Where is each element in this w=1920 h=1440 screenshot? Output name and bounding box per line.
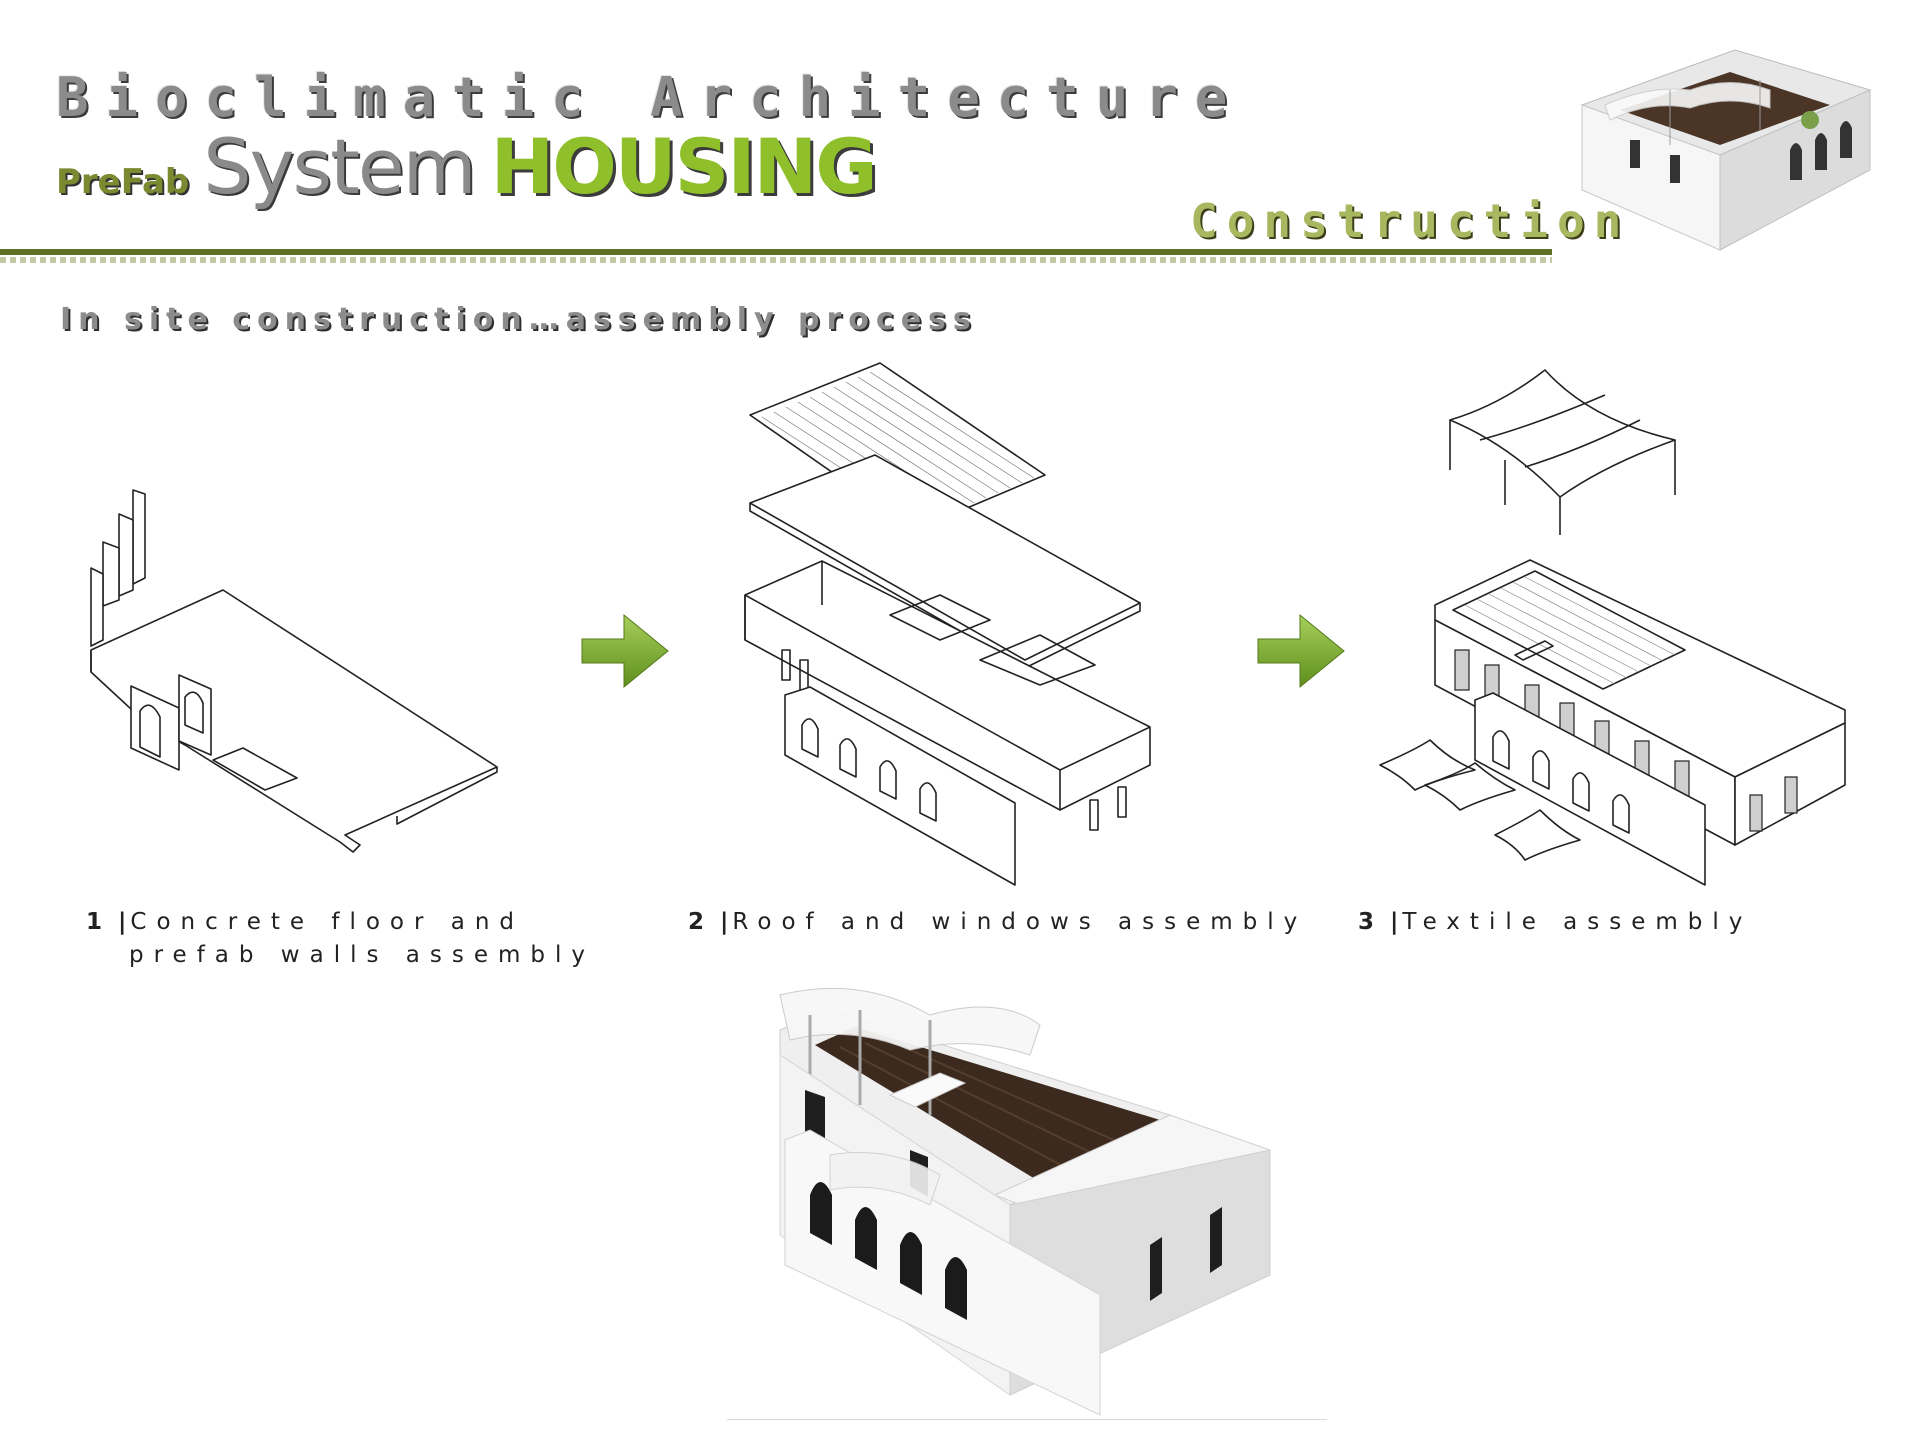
- title-housing: HOUSING: [490, 122, 878, 211]
- step-2-line-1: Roof and windows assembly: [732, 909, 1308, 935]
- process-subtitle: In site construction…assembly process: [60, 302, 978, 337]
- step-2-drawing: [744, 362, 1151, 886]
- step-1-caption: 1 |Concrete floor and prefab walls assem…: [86, 906, 595, 972]
- step-3-number: 3 |: [1358, 909, 1403, 935]
- step-1-line-1: Concrete floor and: [130, 909, 525, 935]
- render-baseline: [727, 1419, 1327, 1420]
- arrow-right-icon: [1257, 613, 1345, 689]
- house-render-thumbnail: [1580, 49, 1872, 251]
- step-1-line-2: prefab walls assembly: [129, 942, 595, 968]
- step-1-number: 1 |: [86, 909, 131, 935]
- step-2-caption: 2 |Roof and windows assembly: [688, 906, 1307, 939]
- step-1-drawing: [90, 489, 498, 853]
- arrow-right-icon: [581, 613, 669, 689]
- step-2-number: 2 |: [688, 909, 733, 935]
- title-system: System: [203, 122, 476, 211]
- section-label: Construction: [1190, 194, 1631, 248]
- title-line-1: Bioclimatic Architecture: [56, 66, 1245, 129]
- step-3-drawing: [1379, 369, 1846, 886]
- title-prefab: PreFab: [56, 162, 190, 202]
- step-3-caption: 3 |Textile assembly: [1358, 906, 1752, 939]
- header-divider: [0, 249, 1552, 255]
- house-render-main: [779, 987, 1272, 1416]
- header-divider-dots: [0, 257, 1552, 263]
- step-3-line-1: Textile assembly: [1402, 909, 1753, 935]
